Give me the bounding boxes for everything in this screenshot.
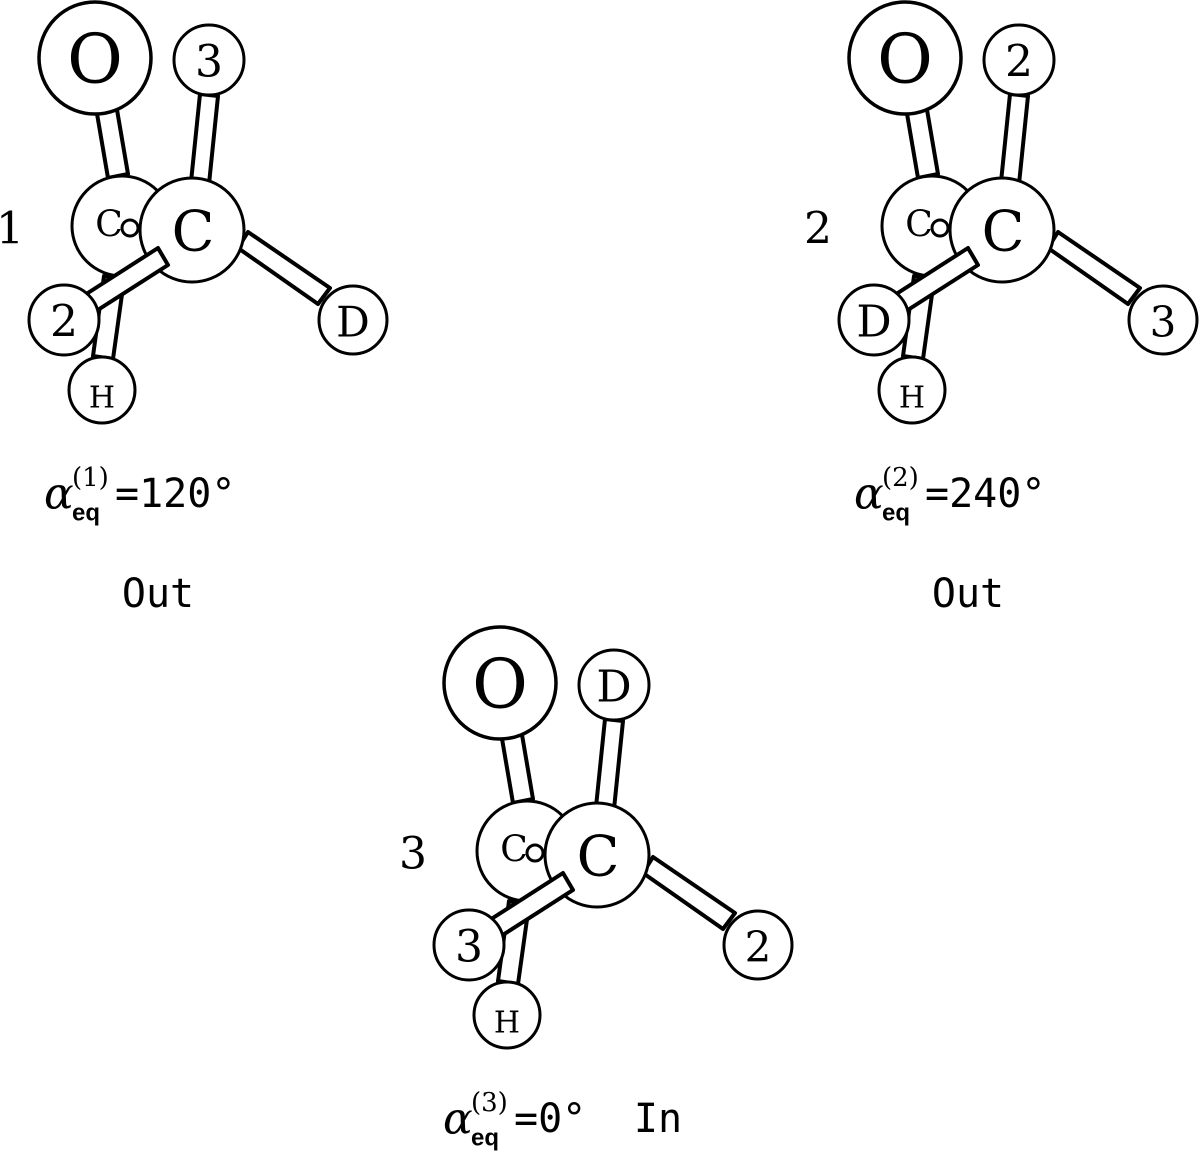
atom-carbon — [543, 801, 651, 909]
atom-label-h: H — [899, 381, 925, 416]
atom-label-right: 2 — [745, 923, 772, 972]
atom-label-o: O — [472, 646, 528, 725]
atom-oxygen — [442, 625, 558, 741]
angle-value: =240° — [925, 471, 1045, 517]
atom-lower-left — [27, 283, 101, 357]
configuration-number: 2 — [804, 204, 832, 255]
atom-carbon — [948, 176, 1056, 284]
atom-label-upper-right: D — [596, 662, 631, 713]
angle-superscript: (1) — [72, 463, 109, 493]
atom-label-co: C — [905, 205, 933, 246]
atom-label-co: C — [500, 830, 528, 871]
bond-c-upper — [594, 717, 625, 811]
angle-symbol: α — [443, 1094, 473, 1145]
atom-right — [317, 284, 389, 356]
configuration-1: C C O 3 2 D H 1 α (1) eq =120° Out — [0, 0, 389, 617]
atom-label-h: H — [89, 381, 115, 416]
atom-label-lower-left: 3 — [455, 922, 483, 973]
orientation-state: In — [634, 1096, 682, 1142]
atom-upper-right — [172, 23, 246, 97]
atom-label-o: O — [67, 21, 123, 100]
bond-c-right — [641, 855, 737, 931]
atom-right — [722, 909, 794, 981]
atom-small-o-mark — [930, 218, 950, 238]
atom-small-o-mark — [120, 218, 140, 238]
atom-label-o: O — [877, 21, 933, 100]
orientation-state: Out — [932, 571, 1004, 617]
atom-label-upper-right: 3 — [195, 37, 223, 88]
atom-label-c: C — [577, 825, 620, 890]
atom-carbon — [138, 176, 246, 284]
configuration-number: 1 — [0, 204, 24, 255]
configuration-number: 3 — [399, 829, 427, 880]
configuration-3: C C O D 3 2 H 3 α (3) eq =0° In — [399, 625, 794, 1152]
atom-label-lower-left: D — [856, 297, 891, 348]
atom-hydrogen — [877, 355, 947, 425]
atom-label-h: H — [494, 1006, 520, 1041]
atom-label-lower-left: 2 — [50, 297, 78, 348]
atom-upper-right — [577, 648, 651, 722]
angle-value: =0° — [514, 1096, 586, 1142]
atom-hydrogen — [67, 355, 137, 425]
atom-small-o-mark — [525, 843, 545, 863]
atom-right — [1127, 284, 1199, 356]
atom-lower-left — [837, 283, 911, 357]
atom-label-right: 3 — [1150, 298, 1177, 347]
atom-label-c: C — [982, 200, 1025, 265]
orientation-state: Out — [122, 571, 194, 617]
atom-label-upper-right: 2 — [1005, 37, 1033, 88]
angle-symbol: α — [854, 469, 884, 520]
configuration-2: C C O 2 D 3 H 2 α (2) eq =240° Out — [804, 0, 1199, 617]
atom-oxygen — [37, 0, 153, 116]
atom-hydrogen — [472, 980, 542, 1050]
bond-c-upper — [189, 92, 220, 186]
atom-label-co: C — [95, 205, 123, 246]
angle-superscript: (2) — [882, 463, 919, 493]
atom-oxygen — [847, 0, 963, 116]
angle-symbol: α — [44, 469, 74, 520]
atom-label-c: C — [172, 200, 215, 265]
angle-subscript: eq — [72, 500, 100, 527]
atom-label-right: D — [336, 298, 370, 347]
angle-value: =120° — [115, 471, 235, 517]
atom-lower-left — [432, 908, 506, 982]
angle-subscript: eq — [471, 1125, 499, 1152]
bond-c-right — [236, 230, 332, 306]
angle-superscript: (3) — [471, 1088, 508, 1118]
angle-subscript: eq — [882, 500, 910, 527]
atom-upper-right — [982, 23, 1056, 97]
bond-c-right — [1046, 230, 1142, 306]
bond-c-upper — [999, 92, 1030, 186]
